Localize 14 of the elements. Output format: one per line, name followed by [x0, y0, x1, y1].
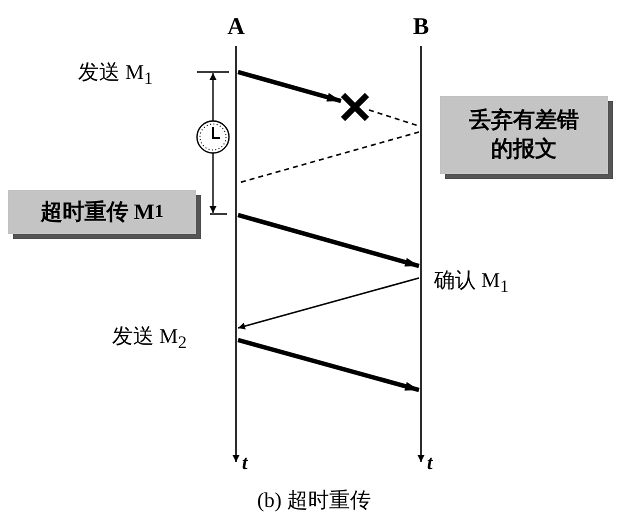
message-label: 发送 M$_{2}$ [112, 322, 187, 354]
arrow [237, 70, 342, 104]
arrow [237, 338, 420, 392]
message-label: 发送 M$_{1}$ [78, 58, 153, 90]
arrow [237, 212, 420, 268]
message-label: 确认 M$_{1}$ [434, 266, 509, 298]
axis-label: t [427, 452, 433, 475]
axis-label: t [242, 452, 248, 475]
note-box: 丢弃有差错的报文 [440, 96, 608, 174]
arrow [238, 277, 420, 330]
participant-label: B [412, 14, 430, 41]
participant-label: A [226, 14, 246, 41]
caption: (b) 超时重传 [256, 487, 372, 514]
cross-mark [339, 91, 371, 123]
